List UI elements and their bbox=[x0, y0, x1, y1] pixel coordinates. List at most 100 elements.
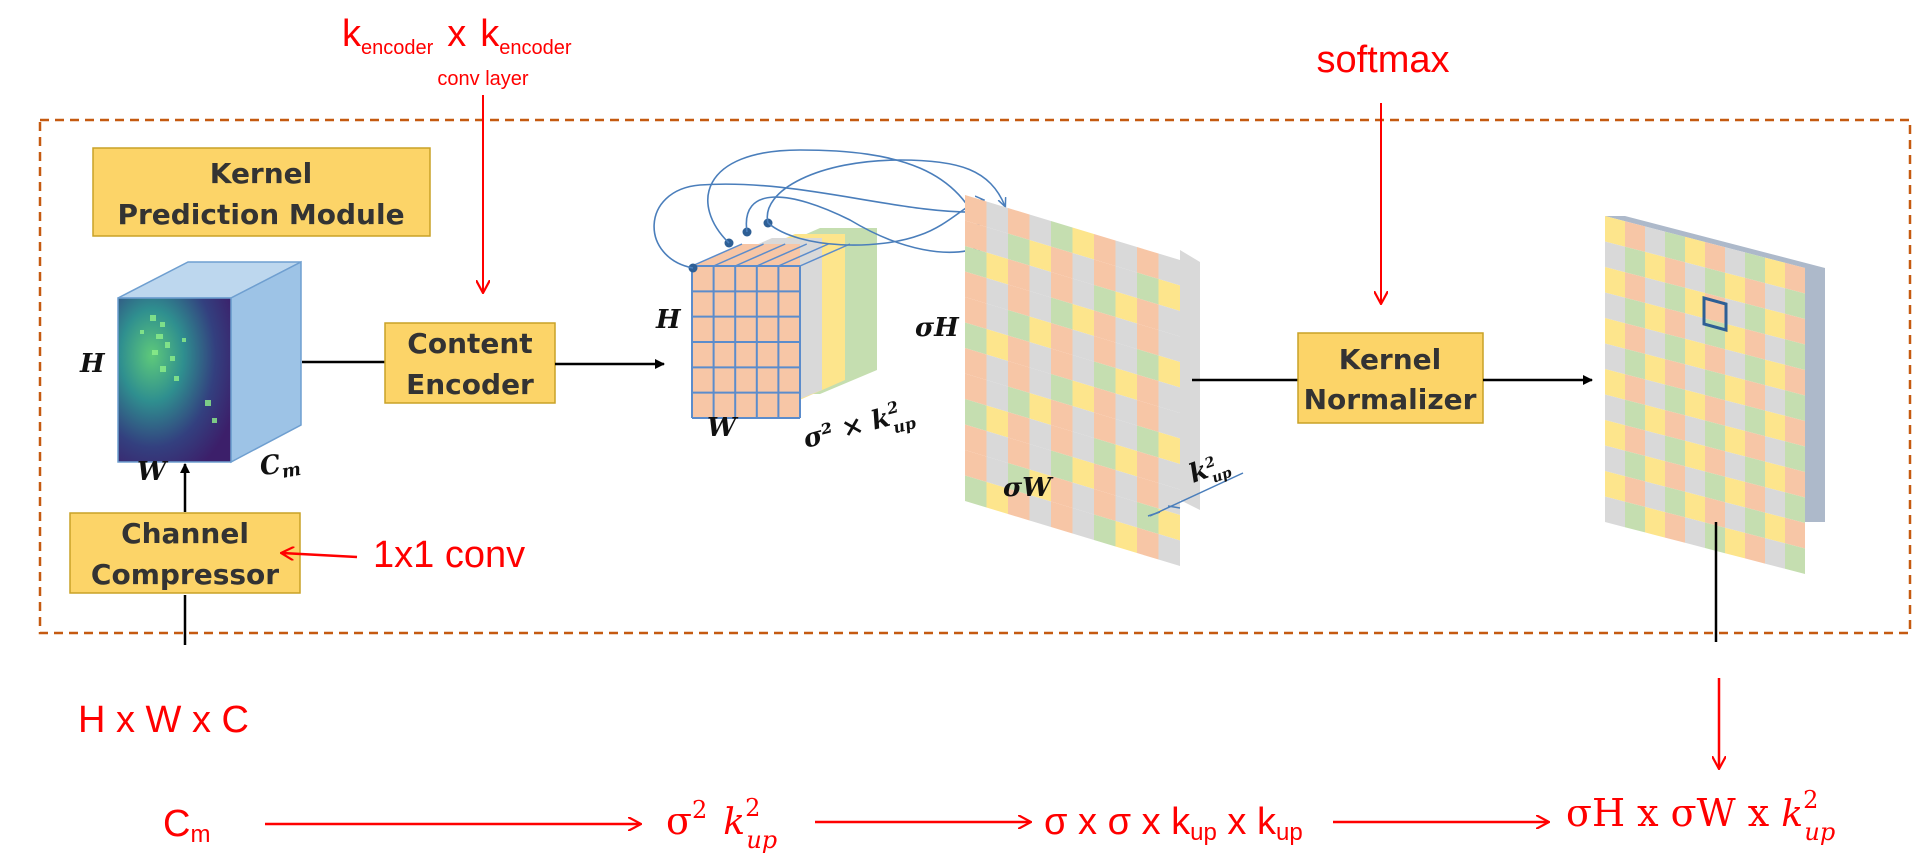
grid-cell bbox=[1029, 316, 1051, 349]
grid-cell bbox=[986, 431, 1008, 463]
grid-cell bbox=[1158, 279, 1180, 311]
grid-cell bbox=[1765, 410, 1785, 442]
grid-cell bbox=[965, 220, 987, 253]
grid-cell bbox=[986, 456, 1008, 489]
grid-cell bbox=[1094, 234, 1116, 266]
grid-cell bbox=[1072, 508, 1094, 540]
grid-cell bbox=[1705, 318, 1725, 350]
grid-cell bbox=[1051, 272, 1073, 304]
depth-measure-line bbox=[1149, 472, 1244, 517]
grid-cell bbox=[1072, 380, 1094, 413]
grid-cell bbox=[1029, 495, 1051, 527]
grid-cell bbox=[1785, 517, 1805, 549]
grid-cell bbox=[1072, 329, 1094, 362]
grid-cell bbox=[1094, 463, 1116, 496]
module-title-line2: Prediction Module bbox=[117, 198, 404, 231]
grid-cell bbox=[1094, 336, 1116, 368]
grid-cell bbox=[1158, 406, 1180, 439]
grid-cell bbox=[1765, 538, 1785, 569]
grid-cell bbox=[1705, 242, 1725, 273]
grid-cell bbox=[1765, 461, 1785, 493]
grid-cell bbox=[1745, 277, 1765, 309]
grid-cell bbox=[1785, 415, 1805, 447]
grid-cell bbox=[986, 354, 1008, 387]
grid-cell bbox=[1745, 405, 1765, 437]
grid-cell bbox=[1725, 374, 1745, 406]
grid-cell bbox=[1645, 277, 1665, 309]
grid-cell bbox=[1051, 501, 1073, 534]
grid-cell bbox=[965, 424, 987, 457]
grid-cell bbox=[1029, 265, 1051, 298]
selected-kernel-cell bbox=[1702, 296, 1728, 332]
grid-cell bbox=[1645, 251, 1665, 283]
grid-cell bbox=[1685, 313, 1705, 344]
grid-cell bbox=[1008, 284, 1030, 317]
up-w-label: σW bbox=[1003, 473, 1054, 503]
grid-cell bbox=[1745, 303, 1765, 335]
input-shape-annotation: H x W x C bbox=[78, 699, 249, 741]
depth-measure-ticks bbox=[1147, 505, 1181, 517]
grid-cell bbox=[965, 297, 987, 329]
input-feature-cube bbox=[117, 260, 302, 464]
grid-cell bbox=[1685, 287, 1705, 319]
kernel-grid-line bbox=[734, 243, 786, 267]
grid-cell bbox=[1685, 389, 1705, 421]
grid-cell bbox=[1725, 400, 1745, 431]
grid-cell bbox=[986, 201, 1008, 234]
grid-cell bbox=[1625, 348, 1645, 380]
softmax-annotation: softmax bbox=[1316, 39, 1449, 81]
grid-cell bbox=[1625, 476, 1645, 507]
grid-cell bbox=[965, 271, 987, 304]
grid-cell bbox=[1625, 297, 1645, 329]
grid-cell bbox=[1665, 512, 1685, 543]
grid-cell bbox=[1625, 501, 1645, 533]
grid-cell bbox=[1029, 393, 1051, 425]
grid-cell bbox=[1745, 532, 1765, 564]
grid-cell bbox=[1051, 221, 1073, 253]
grid-cell bbox=[1605, 496, 1625, 528]
kernel-grid-line bbox=[691, 243, 743, 267]
grid-cell bbox=[1625, 450, 1645, 482]
grid-cell bbox=[1115, 393, 1137, 426]
grid-cell bbox=[965, 322, 987, 355]
kernel-grid-line bbox=[778, 243, 829, 267]
grid-cell bbox=[1745, 481, 1765, 513]
grid-cell bbox=[1137, 247, 1159, 279]
grid-cell bbox=[1115, 521, 1137, 553]
pred-w-label: W bbox=[707, 413, 739, 443]
grid-cell bbox=[1645, 328, 1665, 360]
grid-cell bbox=[1645, 455, 1665, 487]
grid-cell bbox=[1029, 240, 1051, 272]
kernel-normalizer-box: Kernel Normalizer bbox=[1297, 332, 1484, 424]
grid-cell bbox=[1115, 444, 1137, 477]
grid-cell bbox=[1158, 304, 1180, 337]
grid-cell bbox=[1008, 310, 1030, 342]
grid-cell bbox=[1137, 400, 1159, 432]
grid-cell bbox=[1665, 384, 1685, 416]
grid-cell bbox=[1094, 387, 1116, 419]
grid-cell bbox=[1645, 379, 1665, 411]
grid-cell bbox=[1072, 457, 1094, 489]
grid-cell bbox=[1725, 502, 1745, 533]
grid-cell bbox=[1072, 253, 1094, 285]
grid-cell bbox=[1115, 266, 1137, 298]
grid-cell bbox=[1785, 288, 1805, 319]
grid-cell bbox=[1094, 489, 1116, 521]
grid-cell bbox=[1008, 463, 1030, 495]
grid-cell bbox=[1685, 236, 1705, 268]
input-c-label: Cm bbox=[258, 446, 303, 486]
grid-cell bbox=[965, 450, 987, 482]
output-grid bbox=[1605, 216, 1805, 574]
grid-cell bbox=[1094, 438, 1116, 470]
grid-cell bbox=[1072, 227, 1094, 260]
grid-cell bbox=[1051, 323, 1073, 355]
grid-cell bbox=[1785, 262, 1805, 294]
kernel-grid-line bbox=[799, 243, 851, 267]
grid-cell bbox=[1605, 471, 1625, 502]
grid-cell bbox=[1158, 381, 1180, 413]
grid-cell bbox=[1685, 440, 1705, 472]
grid-cell bbox=[1725, 451, 1745, 482]
grid-cell bbox=[1625, 221, 1645, 252]
